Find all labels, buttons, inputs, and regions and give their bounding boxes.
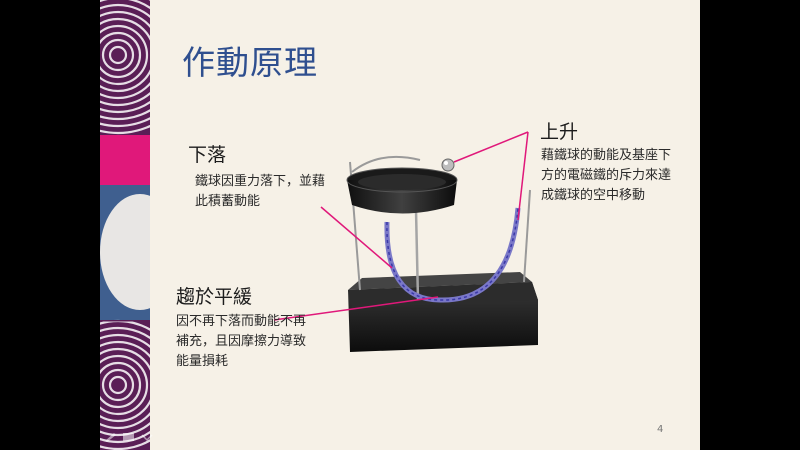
- pen-icon[interactable]: [104, 432, 118, 442]
- settle-heading: 趨於平緩: [176, 286, 253, 308]
- fall-heading: 下落: [188, 144, 227, 166]
- slide-title: 作動原理: [182, 43, 318, 82]
- slideshow-toolbar: [104, 432, 154, 442]
- rise-description: 藉鐵球的動能及基座下 方的電磁鐵的斥力來達 成鐵球的空中移動: [541, 148, 672, 203]
- chevron-down-icon[interactable]: [140, 432, 154, 442]
- settle-description: 因不再下落而動能不再 補充，且因摩擦力導致 能量損耗: [176, 314, 307, 369]
- annotation-lines: [273, 131, 529, 321]
- device-illustration: [346, 155, 538, 352]
- fall-pointer-line: [320, 206, 393, 269]
- fall-description: 鐵球因重力落下，並藉 此積蓄動能: [195, 174, 326, 209]
- settle-pointer-line: [273, 296, 439, 321]
- slide-menu-icon[interactable]: [122, 432, 136, 442]
- decorative-side-band: [100, 0, 150, 450]
- rise-pointer-line: [453, 131, 529, 163]
- page-number: 4: [657, 424, 664, 435]
- rise-pointer-line-2: [517, 131, 529, 221]
- rise-heading: 上升: [540, 121, 579, 143]
- slide: 作動原理: [100, 0, 700, 450]
